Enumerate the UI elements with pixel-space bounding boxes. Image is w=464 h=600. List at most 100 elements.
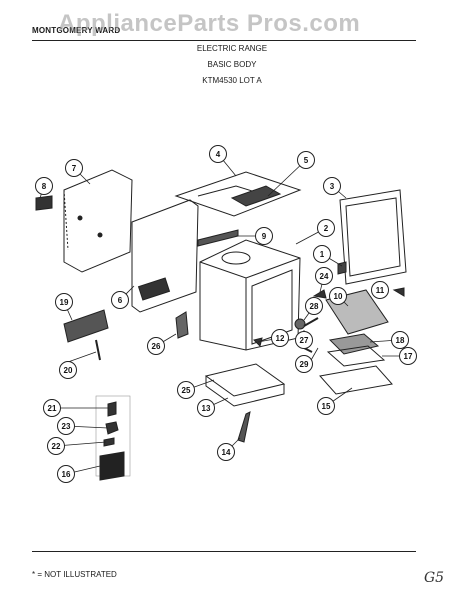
callout-25: 25 (177, 381, 195, 399)
callout-number: 3 (330, 182, 335, 191)
callout-17: 17 (399, 347, 417, 365)
callout-number: 27 (300, 336, 309, 345)
footer-rule (32, 551, 416, 552)
callout-29: 29 (295, 355, 313, 373)
callout-20: 20 (59, 361, 77, 379)
callout-number: 29 (300, 360, 309, 369)
callout-circle (217, 443, 235, 461)
drawer-liner (319, 365, 393, 395)
watermark: ApplianceParts Pros.com (58, 10, 361, 37)
callout-1: 1 (313, 245, 331, 263)
callout-circle (399, 347, 417, 365)
callout-4: 4 (209, 145, 227, 163)
callout-circle (391, 331, 409, 349)
title-line-1: ELECTRIC RANGE (196, 44, 268, 53)
callout-number: 20 (64, 366, 73, 375)
bracket-part (35, 195, 53, 211)
callout-number: 19 (60, 298, 69, 307)
callout-2: 2 (317, 219, 335, 237)
callout-circle (111, 291, 129, 309)
callout-circle (313, 245, 331, 263)
callout-circle (55, 293, 73, 311)
callout-9: 9 (255, 227, 273, 245)
grommet (294, 318, 306, 330)
callout-3: 3 (323, 177, 341, 195)
receptacle (99, 451, 125, 481)
callout-7: 7 (65, 159, 83, 177)
callout-circle (197, 399, 215, 417)
callout-27: 27 (295, 331, 313, 349)
callout-circle (329, 287, 347, 305)
callout-circle (35, 177, 53, 195)
callout-8: 8 (35, 177, 53, 195)
callout-22: 22 (47, 437, 65, 455)
callout-15: 15 (317, 397, 335, 415)
canister (175, 311, 189, 339)
callout-number: 7 (72, 164, 77, 173)
callout-12: 12 (271, 329, 289, 347)
drip-pan (328, 333, 380, 355)
callout-6: 6 (111, 291, 129, 309)
broil-pan (326, 345, 386, 367)
callout-11: 11 (371, 281, 389, 299)
header-bar: MONTGOMERY WARD (32, 26, 416, 41)
callout-14: 14 (217, 443, 235, 461)
title-line-2: BASIC BODY (207, 60, 257, 69)
callout-circle (57, 417, 75, 435)
callout-number: 16 (62, 470, 71, 479)
callout-26: 26 (147, 337, 165, 355)
title-line-3: KTM4530 LOT A (202, 76, 262, 85)
callout-number: 15 (322, 402, 331, 411)
callout-number: 23 (62, 422, 71, 431)
callout-circle (297, 151, 315, 169)
callout-18: 18 (391, 331, 409, 349)
callout-13: 13 (197, 399, 215, 417)
callout-circle (371, 281, 389, 299)
callout-layer: 1234567891011121314151617181920212223242… (35, 145, 417, 483)
terminal-block (63, 309, 109, 343)
callout-circle (59, 361, 77, 379)
insulator (105, 421, 119, 435)
callout-circle (295, 331, 313, 349)
callout-number: 9 (262, 232, 267, 241)
callout-number: 8 (42, 182, 47, 191)
callout-23: 23 (57, 417, 75, 435)
callout-circle (305, 297, 323, 315)
callout-circle (209, 145, 227, 163)
door-frame (339, 189, 407, 285)
callout-19: 19 (55, 293, 73, 311)
callout-number: 12 (276, 334, 285, 343)
callout-number: 14 (222, 448, 231, 457)
callout-24: 24 (315, 267, 333, 285)
fuse-clip (107, 401, 117, 417)
callout-number: 4 (216, 150, 221, 159)
callout-number: 2 (324, 224, 329, 233)
handwritten-mark: G5 (424, 570, 445, 586)
callout-circle (47, 437, 65, 455)
callout-number: 26 (152, 342, 161, 351)
callout-circle (323, 177, 341, 195)
callout-circle (65, 159, 83, 177)
callout-circle (315, 267, 333, 285)
callout-number: 17 (404, 352, 413, 361)
callout-5: 5 (297, 151, 315, 169)
callout-circle (255, 227, 273, 245)
brand-label: MONTGOMERY WARD (32, 26, 121, 35)
callout-number: 5 (304, 156, 309, 165)
callout-number: 6 (118, 296, 123, 305)
callout-circle (147, 337, 165, 355)
callout-10: 10 (329, 287, 347, 305)
back-panel (63, 169, 133, 273)
callout-circle (271, 329, 289, 347)
screw-part (103, 437, 115, 447)
callout-circle (317, 219, 335, 237)
callout-circle (295, 355, 313, 373)
callout-number: 10 (334, 292, 343, 301)
storage-drawer (204, 363, 286, 397)
element-block (230, 185, 282, 207)
callout-number: 1 (320, 250, 325, 259)
callout-number: 11 (376, 286, 385, 295)
callout-number: 28 (310, 302, 319, 311)
callout-circle (43, 399, 61, 417)
